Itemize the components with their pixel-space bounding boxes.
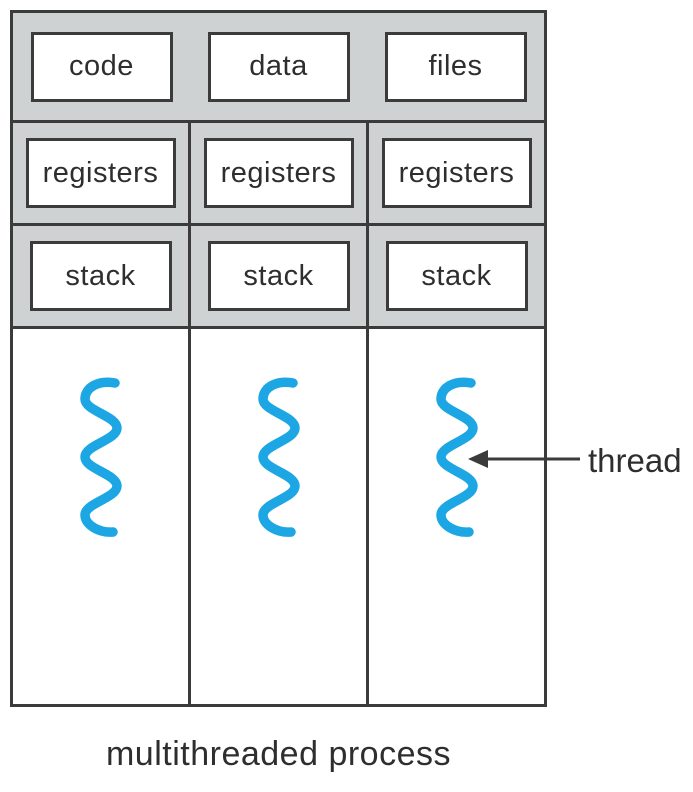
stack-label-2: stack — [243, 259, 314, 292]
figure-caption: multithreaded process — [105, 735, 451, 773]
registers-box-2: registers — [203, 138, 354, 208]
stack-box-3: stack — [385, 241, 528, 311]
code-box: code — [30, 31, 173, 102]
shared-resources-band: code data files — [13, 13, 544, 123]
stack-box-2: stack — [207, 241, 350, 311]
code-label: code — [69, 50, 134, 82]
data-label: data — [249, 50, 308, 82]
registers-cell-1: registers — [13, 123, 188, 223]
stack-label-1: stack — [65, 259, 136, 292]
stack-box-1: stack — [29, 241, 172, 311]
registers-label-2: registers — [220, 156, 337, 189]
stack-cell-2: stack — [188, 226, 366, 326]
thread-squiggle-icon-3 — [435, 377, 478, 537]
files-box: files — [384, 31, 527, 102]
thread-column-1 — [13, 329, 188, 704]
registers-cell-3: registers — [366, 123, 544, 223]
stack-cell-3: stack — [366, 226, 544, 326]
thread-squiggle-icon-1 — [79, 377, 122, 537]
registers-box-1: registers — [25, 138, 176, 208]
registers-label-3: registers — [398, 156, 515, 189]
registers-band: registers registers registers — [13, 123, 544, 226]
thread-squiggle-icon-2 — [257, 377, 300, 537]
stack-band: stack stack stack — [13, 226, 544, 329]
thread-label: thread — [588, 442, 682, 479]
thread-arrow-icon — [468, 450, 580, 468]
thread-column-2 — [188, 329, 366, 704]
data-box: data — [207, 31, 350, 102]
stack-cell-1: stack — [13, 226, 188, 326]
registers-cell-2: registers — [188, 123, 366, 223]
thread-area — [13, 329, 544, 704]
process-box: code data files registers registers — [10, 10, 547, 707]
files-label: files — [428, 50, 483, 82]
stack-label-3: stack — [421, 259, 492, 292]
registers-label-1: registers — [42, 156, 159, 189]
registers-box-3: registers — [381, 138, 532, 208]
thread-column-3 — [366, 329, 544, 704]
